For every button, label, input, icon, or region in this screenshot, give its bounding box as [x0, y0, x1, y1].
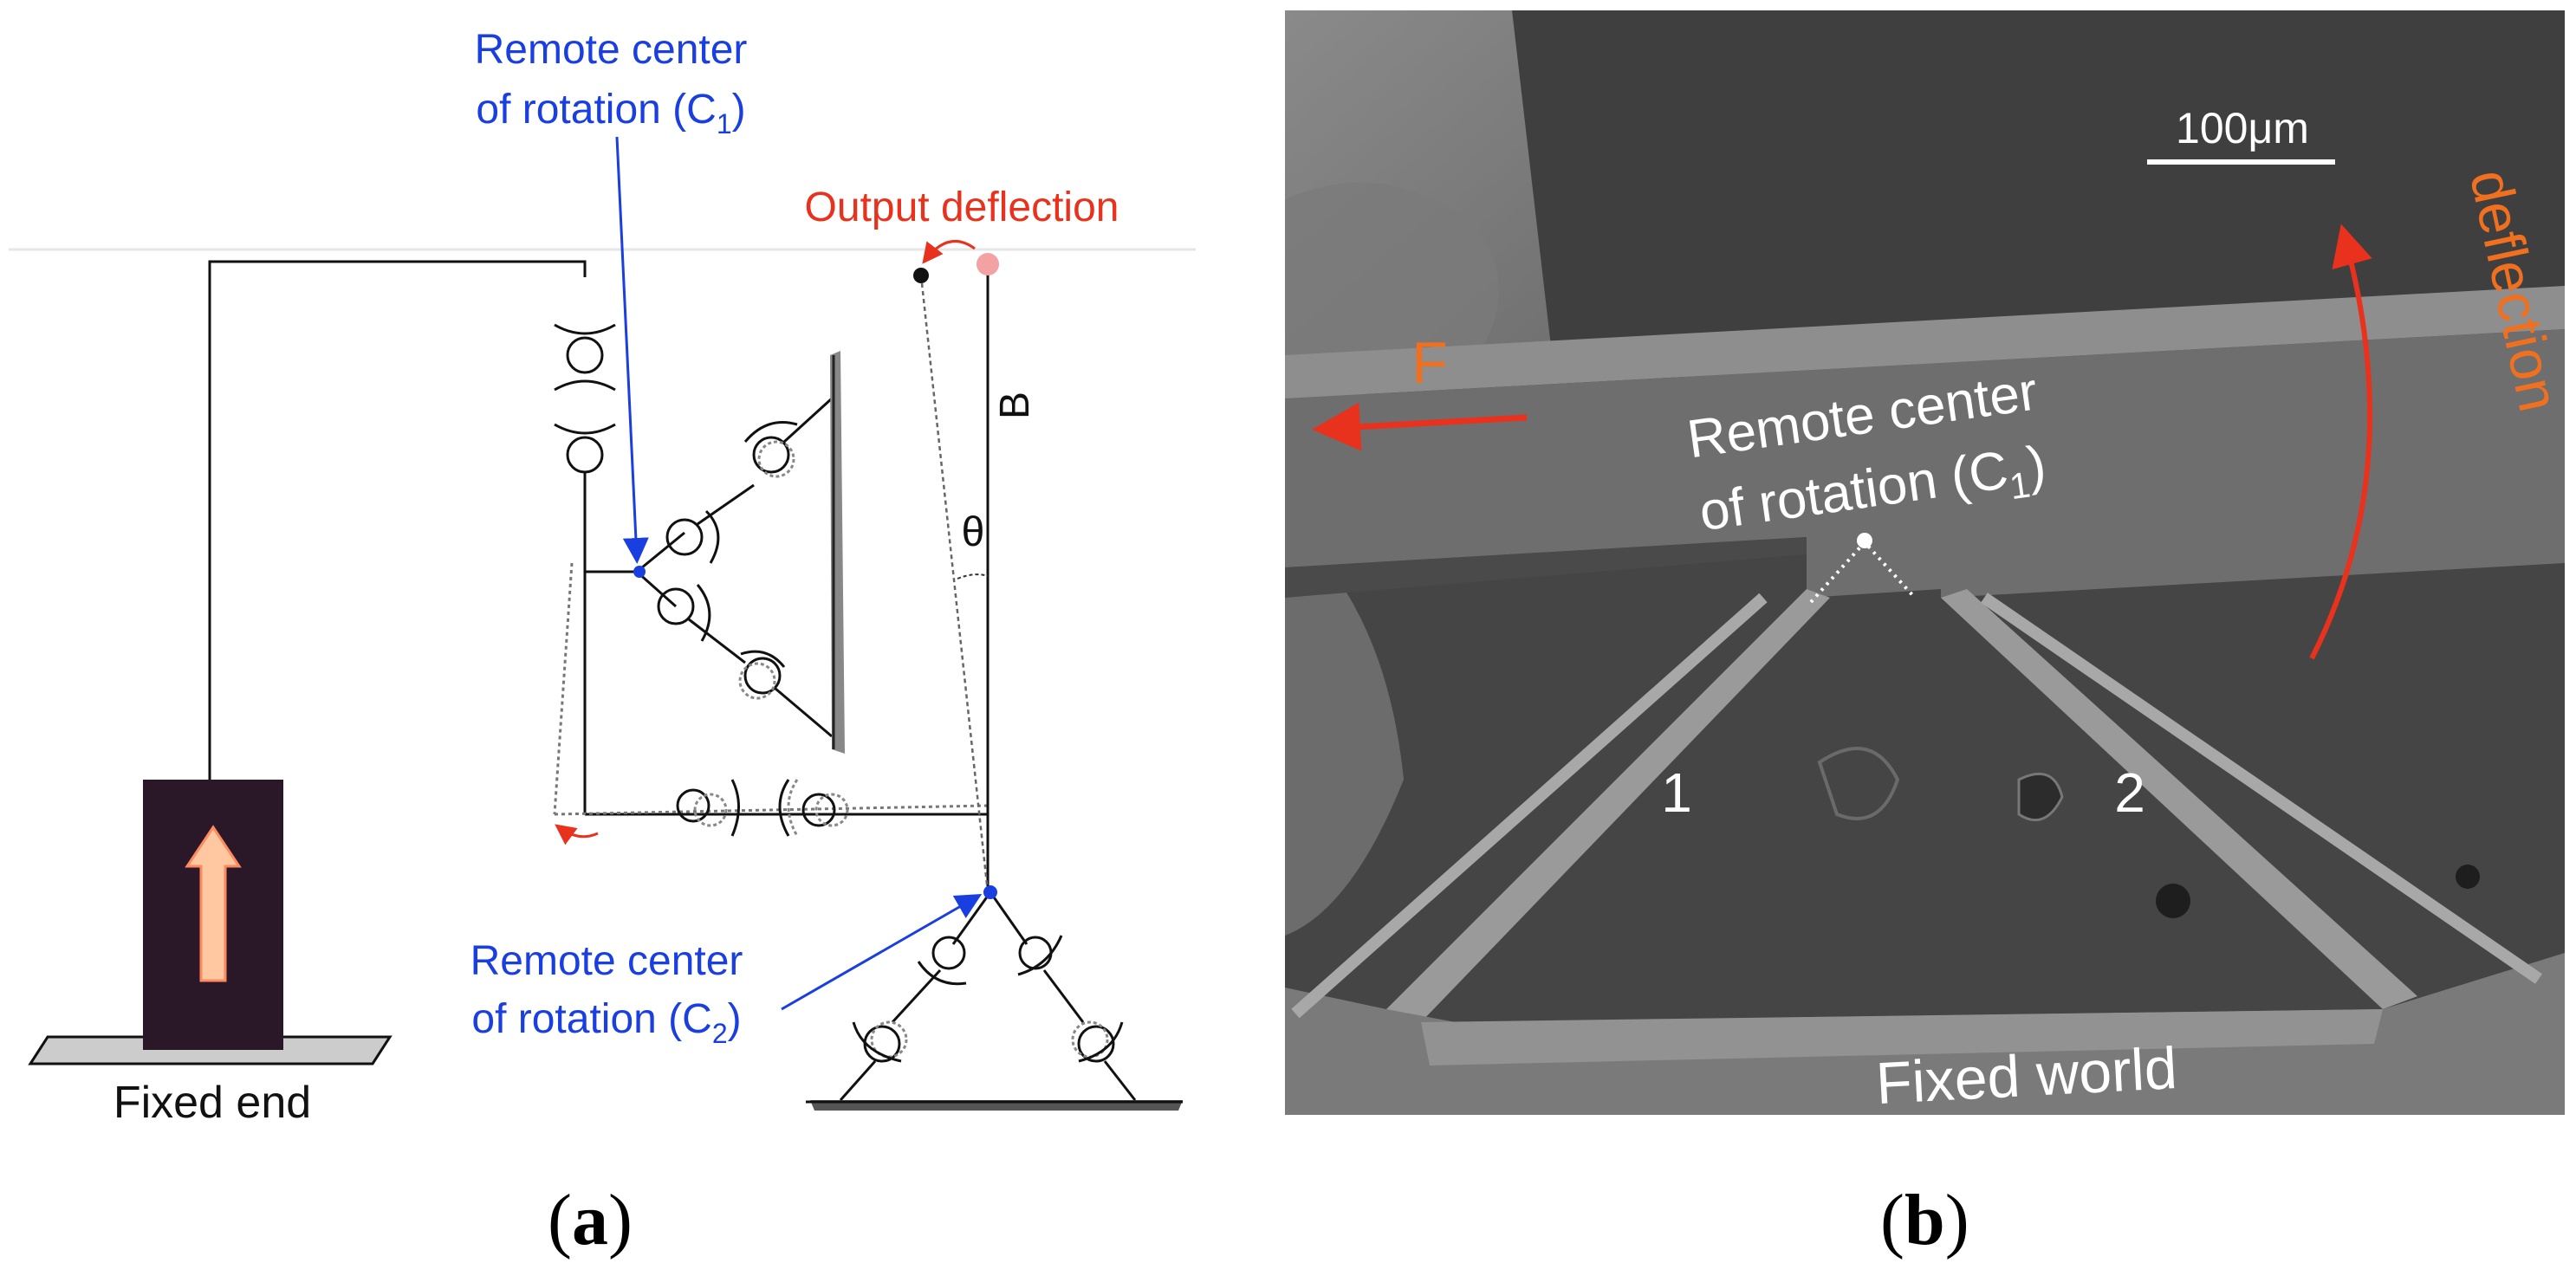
v-flexure [1285, 589, 2565, 1115]
output-beam [913, 240, 999, 893]
c2-ground [806, 1100, 1183, 1111]
beam-tip-original [977, 253, 999, 275]
actuator [28, 780, 393, 1065]
scale-bar-label: 100μm [2176, 104, 2309, 152]
top-beam-side [1285, 329, 2565, 598]
top-beam-face [1285, 286, 2565, 398]
sem-deflection-arrow [2309, 223, 2373, 660]
panel-b-micrograph: 100μm F deflection Remote center of rota… [1285, 10, 2572, 1117]
frame-link [208, 260, 587, 780]
c1-leader-arrow [615, 136, 649, 564]
beam-tip-deflected [913, 268, 929, 283]
sem-c1-point [1857, 533, 1872, 548]
c2-point [983, 885, 997, 899]
panel-a-diagram: Remote center of rotation (C1) Output de… [9, 27, 1196, 1128]
lower-link [554, 779, 989, 837]
caption-a: (a) [548, 1180, 633, 1260]
c2-label-line2: of rotation (C2) [471, 996, 741, 1049]
fixed-world-label: Fixed world [1874, 1035, 2178, 1117]
force-label: F [1411, 330, 1448, 396]
actuation-arrow-icon [185, 825, 242, 982]
fixed-end-label: Fixed end [114, 1078, 311, 1128]
theta-label: θ [962, 509, 985, 555]
beam-1-label: 1 [1661, 761, 1692, 824]
left-flexure-stack [553, 323, 616, 815]
caption-b: (b) [1880, 1180, 1969, 1260]
deflection-arrow [922, 240, 976, 264]
beam-2-label: 2 [2114, 761, 2145, 824]
beam-b-label: B [992, 392, 1038, 419]
rotation-arrow-small [555, 824, 599, 845]
c1-ground [830, 351, 845, 754]
force-arrow [1312, 402, 1528, 451]
c1-linkage [585, 397, 834, 738]
c2-label-line1: Remote center [470, 938, 743, 984]
c1-label-line1: Remote center [475, 27, 748, 73]
c1-label-line2: of rotation (C1) [476, 87, 745, 139]
output-deflection-label: Output deflection [805, 185, 1119, 230]
c2-linkage [839, 891, 1137, 1101]
c1-point [633, 566, 646, 578]
c2-leader-arrow [781, 894, 983, 1011]
